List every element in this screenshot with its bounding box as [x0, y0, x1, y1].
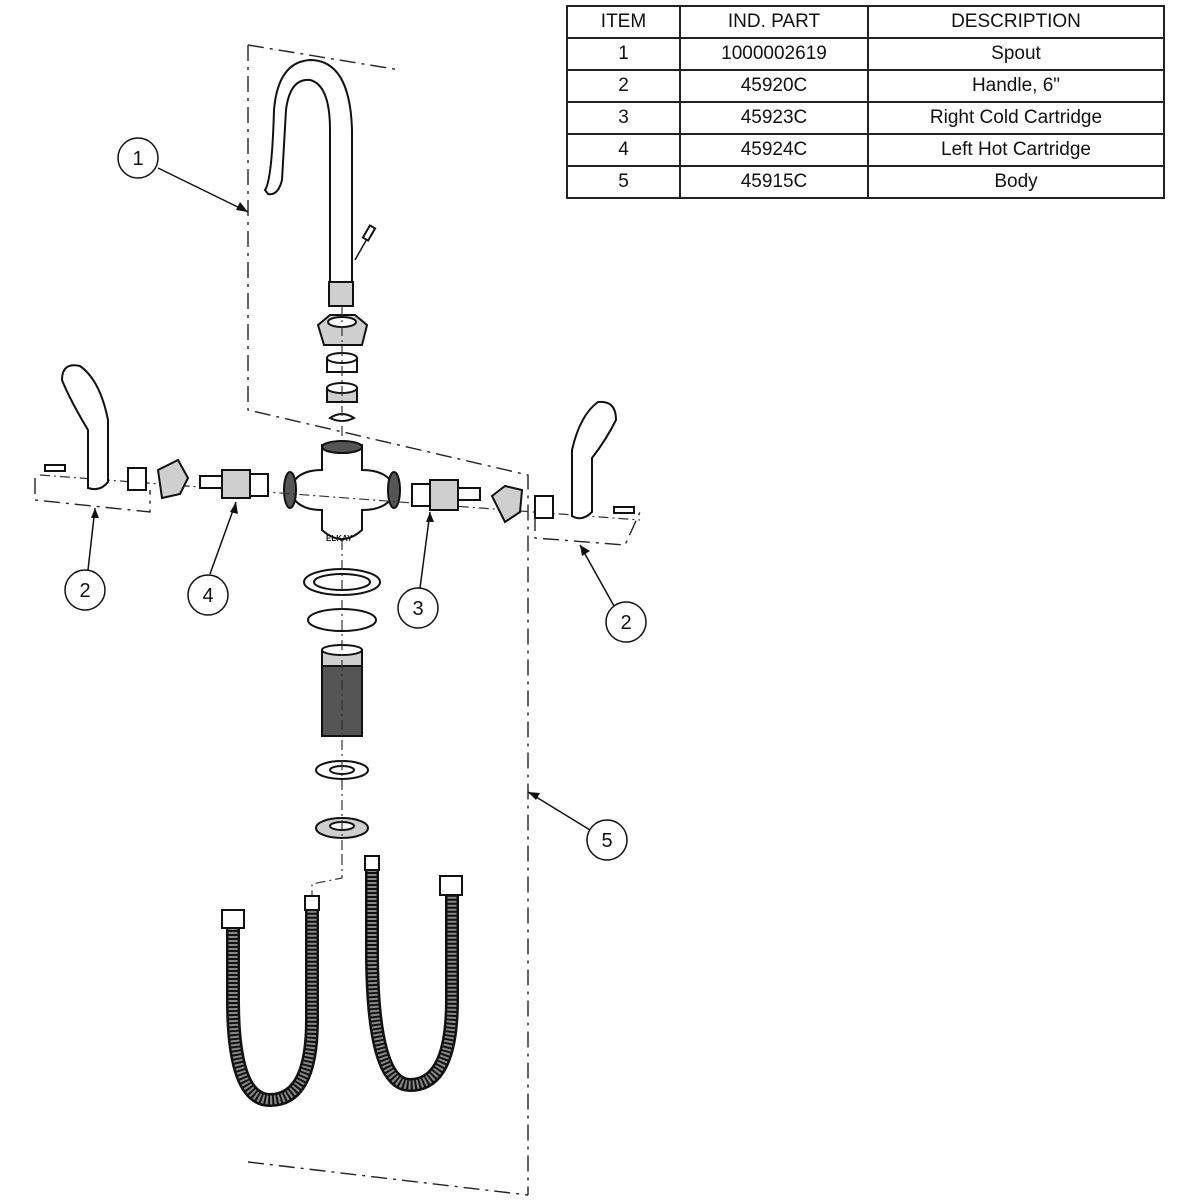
cell-part: 45915C: [679, 165, 869, 199]
svg-text:3: 3: [412, 598, 423, 620]
cell-item: 3: [566, 101, 681, 135]
table-row: 4 45924C Left Hot Cartridge: [566, 133, 1165, 167]
svg-text:5: 5: [601, 830, 612, 852]
spout: [263, 58, 377, 307]
cell-item: 1: [566, 37, 681, 71]
callout-2-handle-left: 2: [64, 507, 106, 611]
cell-description: Body: [867, 165, 1165, 199]
handle-right: [490, 400, 641, 546]
faucet-body: ELKAY: [283, 440, 401, 543]
table-row: 1 1000002619 Spout: [566, 37, 1165, 71]
callout-1-spout: 1: [117, 137, 249, 213]
hot-cartridge-left: [199, 469, 269, 499]
table-row: 2 45920C Handle, 6": [566, 69, 1165, 103]
left-screw: [44, 464, 66, 472]
header-ind-part: IND. PART: [679, 5, 869, 39]
callout-4-hot-cartridge: 4: [187, 501, 238, 616]
cell-item: 5: [566, 165, 681, 199]
cell-description: Handle, 6": [867, 69, 1165, 103]
cell-description: Spout: [867, 37, 1165, 71]
table-row: 5 45915C Body: [566, 165, 1165, 199]
right-screw: [613, 506, 635, 514]
header-item: ITEM: [566, 5, 681, 39]
hose-axis: [311, 855, 343, 905]
table-row: 3 45923C Right Cold Cartridge: [566, 101, 1165, 135]
svg-text:1: 1: [132, 148, 143, 170]
cell-part: 1000002619: [679, 37, 869, 71]
parts-table: ITEM IND. PART DESCRIPTION 1 1000002619 …: [566, 5, 1165, 199]
supply-hose-left: [221, 895, 320, 1108]
header-description: DESCRIPTION: [867, 5, 1165, 39]
body-marking: ELKAY: [326, 534, 353, 543]
svg-text:2: 2: [79, 580, 90, 602]
cell-item: 4: [566, 133, 681, 167]
cell-part: 45924C: [679, 133, 869, 167]
body-group-outline: [247, 44, 529, 1196]
cell-description: Right Cold Cartridge: [867, 101, 1165, 135]
svg-text:4: 4: [202, 585, 213, 607]
supply-hose-right: [364, 855, 463, 1093]
callout-5-body: 5: [527, 791, 628, 861]
parts-table-header: ITEM IND. PART DESCRIPTION: [566, 5, 1165, 39]
cold-cartridge-right: [411, 479, 481, 511]
cell-part: 45920C: [679, 69, 869, 103]
cell-item: 2: [566, 69, 681, 103]
callout-2-handle-right: 2: [579, 544, 647, 643]
svg-text:2: 2: [620, 612, 631, 634]
cell-part: 45923C: [679, 101, 869, 135]
handle-left: [34, 364, 190, 513]
cell-description: Left Hot Cartridge: [867, 133, 1165, 167]
callout-3-cold-cartridge: 3: [397, 511, 439, 629]
